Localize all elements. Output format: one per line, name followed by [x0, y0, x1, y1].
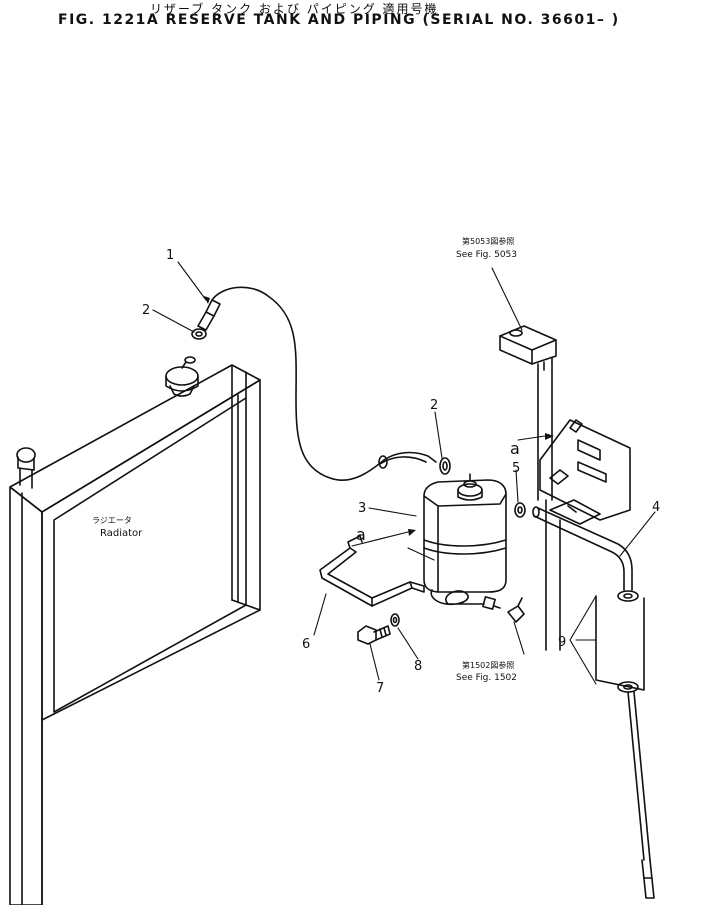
- mounting-frame: [499, 325, 631, 651]
- callout-5: 5: [512, 461, 520, 476]
- hose-end-fitting: [197, 311, 215, 331]
- radiator-front-frame: [41, 379, 261, 721]
- figure-title: FIG. 1221A RESERVE TANK AND PIPING (SERI…: [58, 12, 620, 28]
- reference-fig1502: See Fig. 1502: [456, 673, 517, 683]
- callout-9: 9: [558, 635, 566, 650]
- tank-bracket: [319, 535, 425, 607]
- radiator-label: Radiator: [100, 528, 143, 539]
- hose-clamp-upper: [191, 328, 207, 340]
- washer: [390, 613, 400, 627]
- reference-fig5053-japanese: 第5053図参照: [462, 236, 514, 246]
- callout-8: 8: [414, 659, 422, 674]
- radiator-top-edge: [9, 364, 261, 513]
- drain-hose: [595, 590, 655, 899]
- radiator: [9, 356, 261, 905]
- drain-pipe: [532, 506, 633, 591]
- reference-fig5053: See Fig. 5053: [456, 250, 517, 260]
- callout-2-upper: 2: [142, 303, 150, 318]
- figure-title-japanese: リザーブ タンク および パイピング 適用号機: [150, 2, 439, 16]
- leader-lines: [152, 261, 656, 685]
- callout-4: 4: [652, 500, 660, 515]
- radiator-left-side: [9, 486, 43, 905]
- reserve-tank: [423, 473, 507, 593]
- view-mark-a-bracket: a: [510, 439, 520, 458]
- reference-fig1502-japanese: 第1502図参照: [462, 660, 514, 670]
- hose-clamp-lower: [439, 457, 451, 475]
- level-sensor-harness: [430, 589, 525, 623]
- mounting-bolt: [357, 625, 391, 645]
- overflow-hose: [197, 286, 437, 481]
- callout-6: 6: [302, 637, 310, 652]
- callout-1: 1: [166, 248, 174, 263]
- view-mark-a-tank: a: [356, 525, 366, 544]
- frame-bolt: [514, 502, 526, 518]
- callout-7: 7: [376, 681, 384, 696]
- callout-2-lower: 2: [430, 398, 438, 413]
- callout-3: 3: [358, 501, 366, 516]
- radiator-label-japanese: ラジエータ: [92, 516, 132, 525]
